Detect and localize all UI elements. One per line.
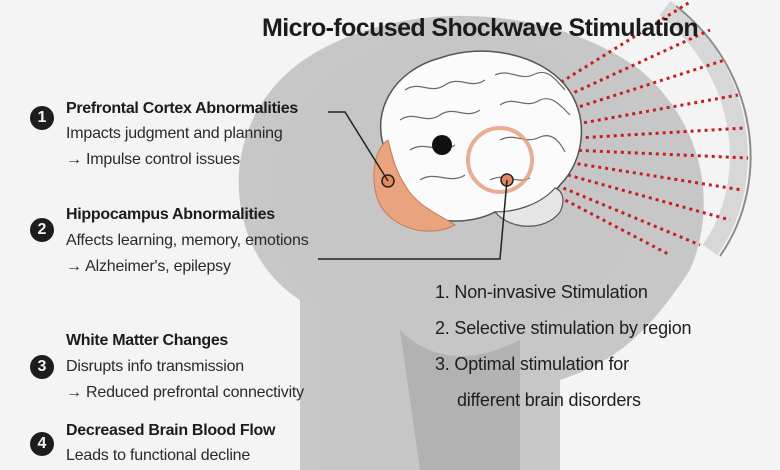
- item-description: Leads to functional decline: [66, 447, 251, 464]
- prefrontal-region: [373, 139, 456, 232]
- neck-shadow: [400, 330, 520, 470]
- item-heading: Hippocampus Abnormalities: [66, 206, 275, 223]
- focal-point: [432, 135, 452, 155]
- number-badge: 4: [30, 432, 54, 456]
- benefit-item-continuation: different brain disorders: [457, 390, 641, 410]
- benefit-item: 2. Selective stimulation by region: [435, 318, 692, 338]
- item-effect: → Impulse control issues: [66, 151, 240, 168]
- benefit-item: 3. Optimal stimulation for: [435, 354, 629, 374]
- item-heading: White Matter Changes: [66, 332, 229, 349]
- benefits-list: 1. Non-invasive Stimulation 2. Selective…: [435, 278, 692, 422]
- leader-line-hippocampus: [318, 179, 508, 260]
- item-description: Disrupts info transmission: [66, 358, 244, 375]
- number-badge: 2: [30, 218, 54, 242]
- cerebellum: [493, 187, 564, 227]
- item-effect: → Alzheimer's, epilepsy: [66, 258, 231, 275]
- number-badge: 1: [30, 106, 54, 130]
- item-description: Impacts judgment and planning: [66, 125, 283, 142]
- page-title: Micro-focused Shockwave Stimulation: [262, 14, 699, 42]
- benefit-item: 1. Non-invasive Stimulation: [435, 282, 648, 302]
- item-effect: → Reduced prefrontal connectivity: [66, 384, 304, 401]
- item-heading: Prefrontal Cortex Abnormalities: [66, 100, 298, 117]
- hippocampus-target-ring: [466, 126, 534, 194]
- leader-line-prefrontal: [328, 111, 389, 182]
- shockwave-device-icon: [659, 0, 748, 256]
- number-badge: 3: [30, 355, 54, 379]
- item-heading: Decreased Brain Blood Flow: [66, 422, 276, 439]
- item-description: Affects learning, memory, emotions: [66, 232, 309, 249]
